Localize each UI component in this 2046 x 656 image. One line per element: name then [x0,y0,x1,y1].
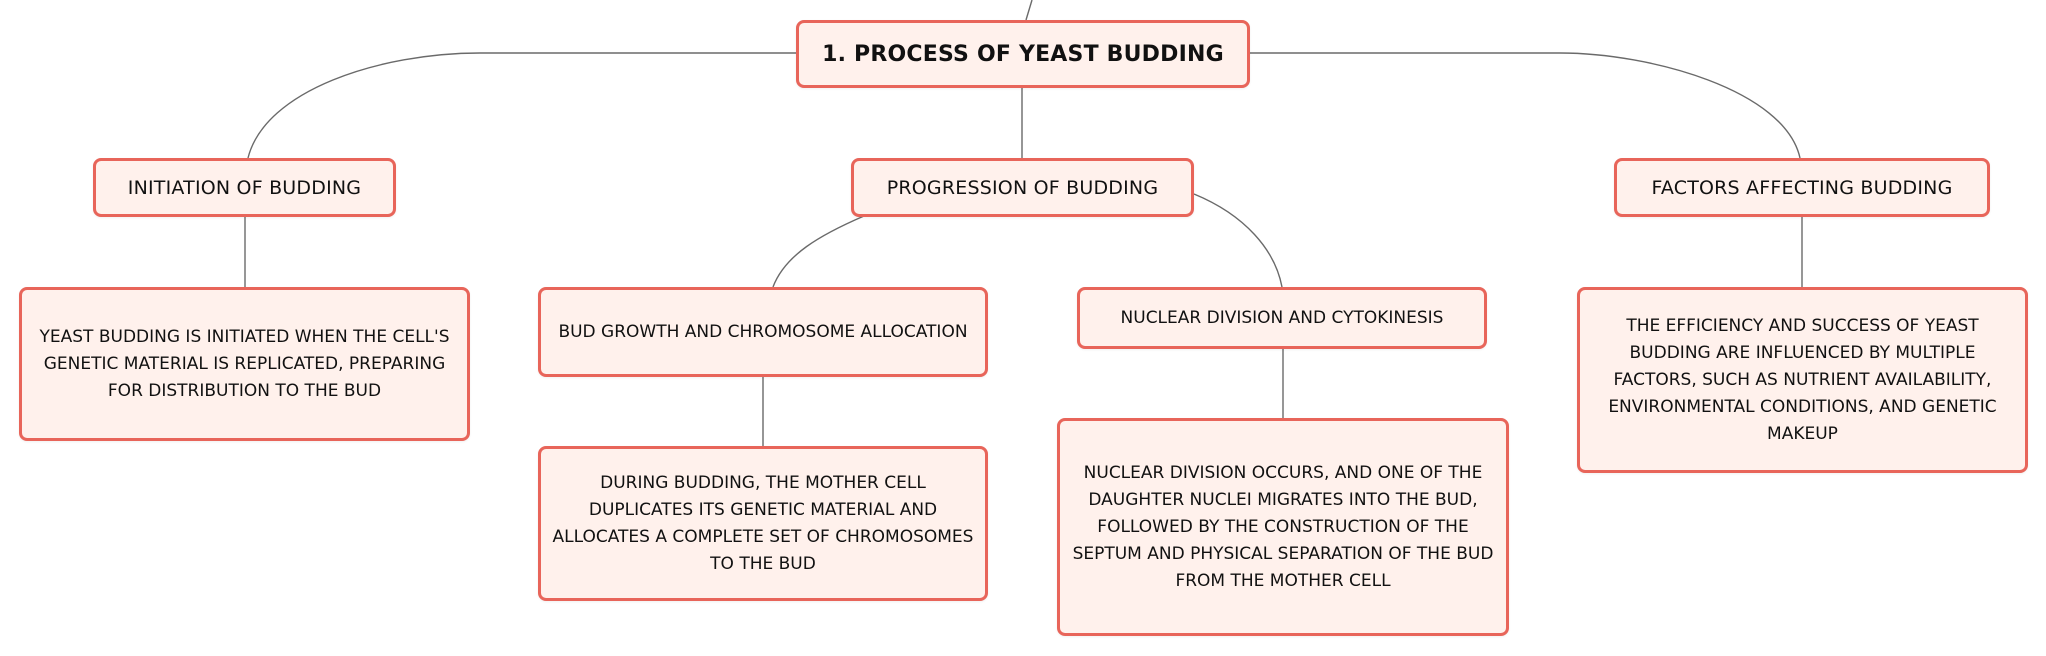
bud-growth-detail-text: DURING BUDDING, THE MOTHER CELL DUPLICAT… [552,472,974,574]
subtopic-nuclear-division[interactable]: NUCLEAR DIVISION AND CYTOKINESIS [1077,287,1487,349]
topic-factors-label: FACTORS AFFECTING BUDDING [1651,176,1953,199]
topic-initiation[interactable]: INITIATION OF BUDDING [93,158,396,217]
nuclear-division-detail-text: NUCLEAR DIVISION OCCURS, AND ONE OF THE … [1072,462,1494,591]
topic-progression-label: PROGRESSION OF BUDDING [886,176,1159,199]
root-topic[interactable]: 1. PROCESS OF YEAST BUDDING [796,20,1250,88]
initiation-detail-text: YEAST BUDDING IS INITIATED WHEN THE CELL… [39,326,450,401]
subtopic-bud-growth-label: BUD GROWTH AND CHROMOSOME ALLOCATION [558,322,968,342]
connector-progression-budgrowth [772,215,865,288]
connector-progression-nuclear [1193,193,1283,288]
topic-progression[interactable]: PROGRESSION OF BUDDING [851,158,1194,217]
subtopic-nuclear-division-label: NUCLEAR DIVISION AND CYTOKINESIS [1120,308,1444,328]
initiation-detail[interactable]: YEAST BUDDING IS INITIATED WHEN THE CELL… [19,287,470,441]
root-topic-label: 1. PROCESS OF YEAST BUDDING [822,41,1224,67]
bud-growth-detail[interactable]: DURING BUDDING, THE MOTHER CELL DUPLICAT… [538,446,988,601]
subtopic-bud-growth[interactable]: BUD GROWTH AND CHROMOSOME ALLOCATION [538,287,988,377]
topic-factors[interactable]: FACTORS AFFECTING BUDDING [1614,158,1990,217]
connector-root-initiation [247,52,796,159]
factors-detail[interactable]: THE EFFICIENCY AND SUCCESS OF YEAST BUDD… [1577,287,2028,473]
nuclear-division-detail[interactable]: NUCLEAR DIVISION OCCURS, AND ONE OF THE … [1057,418,1509,636]
connector-root-factors [1250,52,1801,159]
connector-from-above [1025,0,1033,21]
topic-initiation-label: INITIATION OF BUDDING [127,176,362,199]
factors-detail-text: THE EFFICIENCY AND SUCCESS OF YEAST BUDD… [1608,315,1997,444]
